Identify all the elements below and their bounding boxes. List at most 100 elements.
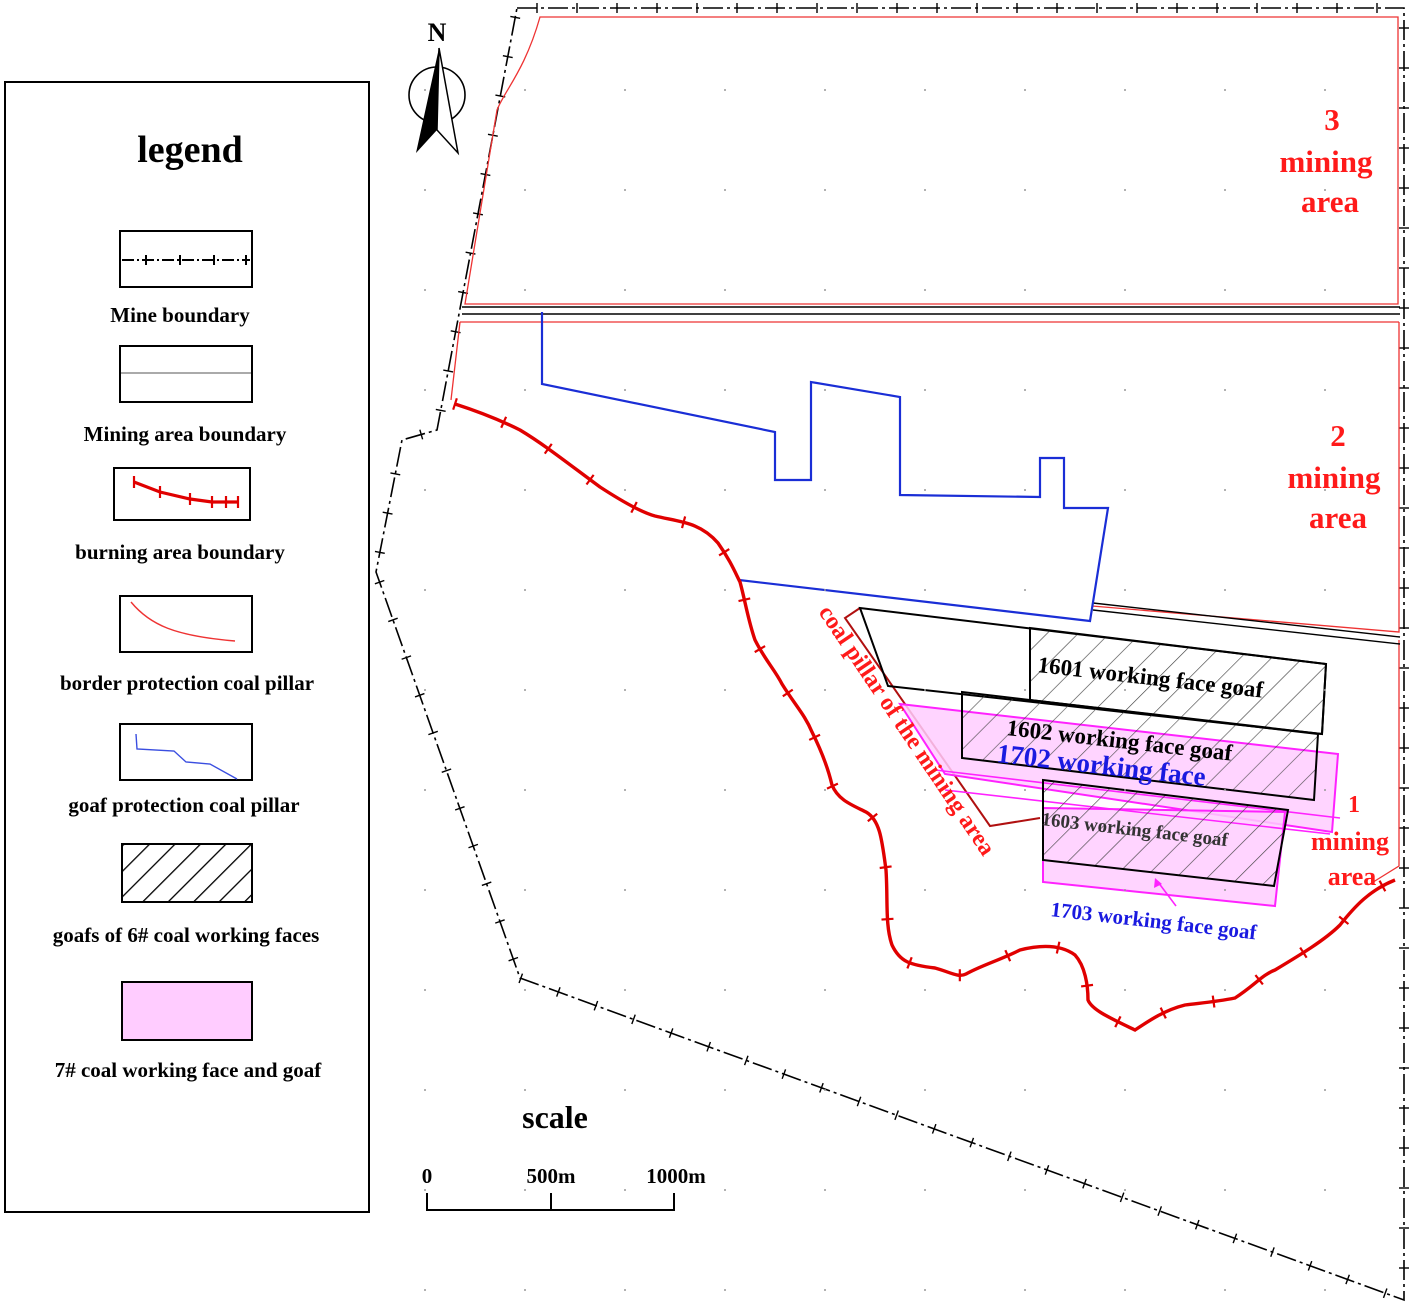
mine-boundary-tick bbox=[593, 1000, 599, 1011]
face-1602-goaf bbox=[961, 690, 1320, 802]
legend-mine-boundary-ticks bbox=[145, 255, 247, 265]
grid-mark bbox=[524, 389, 526, 391]
grid-mark bbox=[624, 489, 626, 491]
grid-marks bbox=[424, 89, 1326, 1291]
grid-mark bbox=[424, 1289, 426, 1291]
grid-mark bbox=[724, 1289, 726, 1291]
mining-area-2-label: 2 mining area bbox=[1287, 418, 1381, 535]
grid-mark bbox=[724, 589, 726, 591]
mining-area-2-border-pillar-left bbox=[450, 321, 461, 401]
mine-boundary-ticks bbox=[374, 3, 1409, 1299]
grid-mark bbox=[624, 789, 626, 791]
grid-mark bbox=[1224, 389, 1226, 391]
grid-mark bbox=[824, 1189, 826, 1191]
grid-mark bbox=[1324, 1189, 1326, 1191]
grid-mark bbox=[1224, 889, 1226, 891]
mine-boundary-tick bbox=[1119, 1192, 1125, 1203]
grid-mark bbox=[424, 789, 426, 791]
mine-boundary-tick bbox=[390, 472, 401, 476]
grid-mark bbox=[1324, 389, 1326, 391]
burning-boundary-tick bbox=[881, 917, 894, 921]
grid-mark bbox=[924, 189, 926, 191]
legend-7coal-label: 7# coal working face and goaf bbox=[55, 1058, 323, 1082]
grid-mark bbox=[1124, 1289, 1126, 1291]
grid-mark bbox=[1024, 489, 1026, 491]
grid-mark bbox=[624, 689, 626, 691]
grid-mark bbox=[924, 89, 926, 91]
grid-mark bbox=[1024, 89, 1026, 91]
grid-mark bbox=[1324, 889, 1326, 891]
grid-mark bbox=[724, 389, 726, 391]
legend-border-pillar-swatch bbox=[119, 595, 253, 653]
legend-burning-label: burning area boundary bbox=[75, 540, 285, 564]
grid-mark bbox=[524, 889, 526, 891]
grid-mark bbox=[424, 689, 426, 691]
grid-mark bbox=[1124, 689, 1126, 691]
grid-mark bbox=[1224, 689, 1226, 691]
mining-area-2-number: 2 bbox=[1330, 418, 1346, 453]
grid-mark bbox=[824, 389, 826, 391]
grid-mark bbox=[424, 289, 426, 291]
grid-mark bbox=[1224, 489, 1226, 491]
grid-mark bbox=[624, 389, 626, 391]
burning-boundary-tick bbox=[1080, 983, 1094, 988]
grid-mark bbox=[824, 589, 826, 591]
mine-boundary-tick bbox=[969, 1137, 975, 1148]
face-1703-pointer bbox=[1154, 878, 1177, 907]
grid-mark bbox=[1324, 989, 1326, 991]
mine-boundary-tick bbox=[781, 1069, 787, 1080]
mining-area-3-line1: mining bbox=[1279, 144, 1373, 179]
mine-boundary-tick bbox=[401, 655, 412, 660]
north-arrow: N bbox=[408, 18, 466, 156]
mine-boundary-tick bbox=[819, 1082, 824, 1093]
burning-boundary-tick bbox=[1254, 974, 1264, 986]
burning-boundary-tick bbox=[782, 688, 794, 698]
grid-mark bbox=[624, 1289, 626, 1291]
mine-boundary-tick bbox=[441, 768, 452, 773]
grid-mark bbox=[424, 1089, 426, 1091]
burning-boundary-tick bbox=[1114, 1015, 1122, 1028]
legend-panel: legend Mine boundary Mining area boundar… bbox=[4, 81, 370, 1213]
grid-mark bbox=[1124, 589, 1126, 591]
burning-boundary-tick bbox=[754, 645, 766, 654]
mine-boundary bbox=[375, 7, 1405, 1302]
burning-boundary-tick bbox=[906, 956, 913, 969]
legend-6coal-goaf-label: goafs of 6# coal working faces bbox=[53, 923, 320, 947]
grid-mark bbox=[1124, 989, 1126, 991]
legend-border-pillar-label: border protection coal pillar bbox=[60, 671, 314, 695]
mine-boundary-tick bbox=[668, 1028, 674, 1038]
grid-mark bbox=[924, 889, 926, 891]
mine-boundary-tick bbox=[414, 692, 425, 698]
grid-mark bbox=[924, 1289, 926, 1291]
compass-arrow-right bbox=[436, 47, 460, 156]
mining-area-1-line2: area bbox=[1328, 862, 1377, 891]
grid-mark bbox=[724, 889, 726, 891]
mine-boundary-tick bbox=[374, 579, 385, 585]
burning-boundary-tick bbox=[738, 597, 751, 603]
grid-mark bbox=[1024, 689, 1026, 691]
burning-boundary-tick bbox=[1211, 995, 1216, 1008]
burning-area-boundary bbox=[454, 402, 1396, 1032]
grid-mark bbox=[424, 189, 426, 191]
grid-mark bbox=[624, 589, 626, 591]
mine-boundary-tick bbox=[1157, 1206, 1163, 1216]
grid-mark bbox=[824, 989, 826, 991]
grid-mark bbox=[424, 589, 426, 591]
grid-mark bbox=[1124, 389, 1126, 391]
burning-boundary-tick bbox=[585, 474, 595, 486]
mine-boundary-tick bbox=[374, 550, 385, 555]
mine-boundary-tick bbox=[481, 881, 492, 887]
grid-mark bbox=[924, 1189, 926, 1191]
grid-mark bbox=[924, 989, 926, 991]
mine-boundary-tick bbox=[419, 429, 424, 440]
mine-boundary-tick bbox=[555, 987, 561, 997]
grid-mark bbox=[524, 489, 526, 491]
grid-mark bbox=[824, 489, 826, 491]
grid-mark bbox=[1324, 1289, 1326, 1291]
scale-title: scale bbox=[522, 1099, 588, 1135]
grid-mark bbox=[1024, 1089, 1026, 1091]
legend-goaf-pillar-swatch bbox=[119, 723, 253, 781]
mining-area-3-label: 3 mining area bbox=[1279, 102, 1373, 219]
grid-mark bbox=[1024, 189, 1026, 191]
